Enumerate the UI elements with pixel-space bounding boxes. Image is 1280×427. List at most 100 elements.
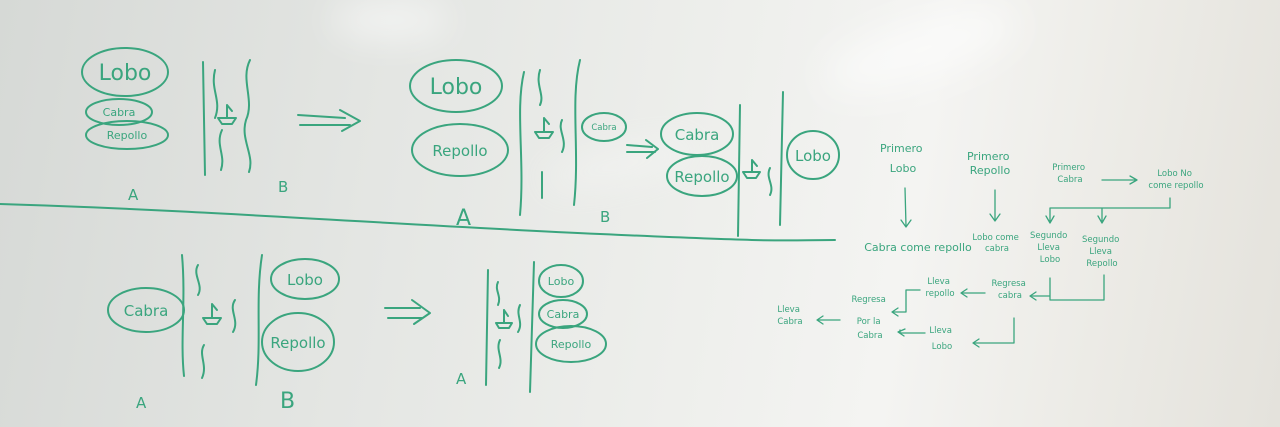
step-line: repollo xyxy=(925,289,954,299)
repollo-label: Repollo xyxy=(432,142,487,160)
bank-a-label: A xyxy=(456,370,467,388)
lobo-label: Lobo xyxy=(548,275,575,288)
col3-title-line: Primero xyxy=(1052,163,1085,173)
lobo-label: Lobo xyxy=(430,75,483,100)
decision-tree: Primero Lobo Primero Repollo Primero Cab… xyxy=(777,142,1203,352)
bank-b-label: B xyxy=(278,178,288,196)
col2-result-line: Lobo come xyxy=(972,233,1018,243)
river-bank-left xyxy=(181,254,185,377)
bank-a-label: A xyxy=(128,186,139,204)
step-line: Regresa xyxy=(991,279,1025,289)
col3-opt2-line: Segundo xyxy=(1082,235,1119,245)
col1-title-line: Lobo xyxy=(890,162,917,175)
light-glare xyxy=(330,0,450,40)
step-lleva-cabra: Lleva Cabra xyxy=(777,305,802,327)
bank-a-label: A xyxy=(136,394,147,412)
cabra-label: Cabra xyxy=(124,302,169,320)
boat-icon xyxy=(202,303,222,325)
river-wave xyxy=(495,281,502,369)
river-wave xyxy=(767,167,773,196)
scene-top-right: Cabra Repollo Lobo xyxy=(660,91,840,237)
step-regresa-cabra: Regresa cabra xyxy=(991,279,1028,301)
boat-icon xyxy=(495,309,513,329)
col2-title-line: Repollo xyxy=(970,164,1011,177)
lobo-circle xyxy=(81,47,169,97)
scene-bottom-middle: Lobo Cabra Repollo A xyxy=(456,261,607,393)
scene-bottom-left: Cabra Lobo Repollo A B xyxy=(107,254,431,414)
step-line: Cabra xyxy=(777,317,802,327)
lobo-circle xyxy=(538,264,584,298)
arrow-icon xyxy=(891,289,921,317)
col3-opt2-line: Lleva xyxy=(1089,247,1112,257)
cabra-label: Cabra xyxy=(675,126,720,144)
river-wave xyxy=(537,69,543,199)
col3-opt1: Segundo Lleva Lobo xyxy=(1030,231,1070,265)
river-wave xyxy=(243,59,252,173)
col2-result: Lobo come cabra xyxy=(972,233,1021,254)
col2-result-line: cabra xyxy=(985,244,1009,254)
boat-icon xyxy=(217,104,237,125)
col2-title-line: Primero xyxy=(967,150,1010,163)
arrow-icon xyxy=(989,189,1001,222)
arrow-icon xyxy=(897,328,926,337)
scene-top-left: Lobo Cabra Repollo A B xyxy=(81,47,361,204)
cabra-boat-label: Cabra xyxy=(591,123,616,133)
col1-result: Cabra come repollo xyxy=(864,241,972,254)
cabra-circle xyxy=(581,112,627,142)
divider-line xyxy=(0,203,836,242)
col1-title: Primero Lobo xyxy=(880,142,926,175)
lobo-circle xyxy=(270,258,340,300)
step-line: cabra xyxy=(998,291,1022,301)
col3-opt1-line: Lleva xyxy=(1037,243,1060,253)
river-bank-right xyxy=(529,261,535,393)
river-wave xyxy=(231,299,237,333)
lobo-circle xyxy=(786,130,840,180)
repollo-label: Repollo xyxy=(270,334,325,352)
river-bank-left xyxy=(202,61,206,176)
step-line: Por la xyxy=(857,317,881,327)
bank-b-label: B xyxy=(600,208,610,226)
col3-title: Primero Cabra xyxy=(1052,163,1088,185)
step-line: Lobo xyxy=(932,342,952,352)
river-wave xyxy=(559,119,565,153)
col2-title: Primero Repollo xyxy=(967,150,1013,177)
river-wave xyxy=(195,264,205,379)
river-bank-left xyxy=(485,269,489,386)
arrow-icon xyxy=(1101,175,1138,185)
cabra-circle xyxy=(660,112,734,156)
branch-line xyxy=(972,317,1015,348)
col3-opt2-line: Repollo xyxy=(1086,259,1117,269)
branch-line xyxy=(1045,197,1171,224)
repollo-circle xyxy=(666,155,738,197)
repollo-label: Repollo xyxy=(107,129,148,142)
river-bank-left xyxy=(519,71,525,216)
arrow-icon xyxy=(816,315,841,325)
col3-title-line: Cabra xyxy=(1057,175,1082,185)
col3-note: Lobo No come repollo xyxy=(1148,169,1203,191)
arrow-icon xyxy=(384,299,431,325)
step-lleva-repollo: Lleva repollo xyxy=(925,277,954,299)
step-line: Lleva xyxy=(777,305,800,315)
scene-top-middle: Lobo Repollo Cabra A B xyxy=(409,59,659,231)
repollo-label: Repollo xyxy=(674,168,729,186)
river-wave xyxy=(517,304,522,333)
river-bank-right xyxy=(255,254,263,386)
lobo-label: Lobo xyxy=(287,271,323,289)
repollo-circle xyxy=(85,120,169,150)
arrow-icon xyxy=(297,109,361,132)
step-line: Lleva xyxy=(929,326,952,336)
step-regresa-por-cabra: Regresa Por la Cabra xyxy=(851,295,888,341)
bank-b-label: B xyxy=(280,389,295,414)
step-line: Regresa xyxy=(851,295,885,305)
lobo-circle xyxy=(409,59,503,113)
lobo-label: Lobo xyxy=(795,147,831,165)
step-line: Lleva xyxy=(927,277,950,287)
cabra-label: Cabra xyxy=(103,106,136,119)
col3-opt1-line: Lobo xyxy=(1040,255,1060,265)
bank-a-label: A xyxy=(456,206,471,231)
col1-title-line: Primero xyxy=(880,142,923,155)
repollo-label: Repollo xyxy=(551,338,592,351)
cabra-label: Cabra xyxy=(547,308,580,321)
